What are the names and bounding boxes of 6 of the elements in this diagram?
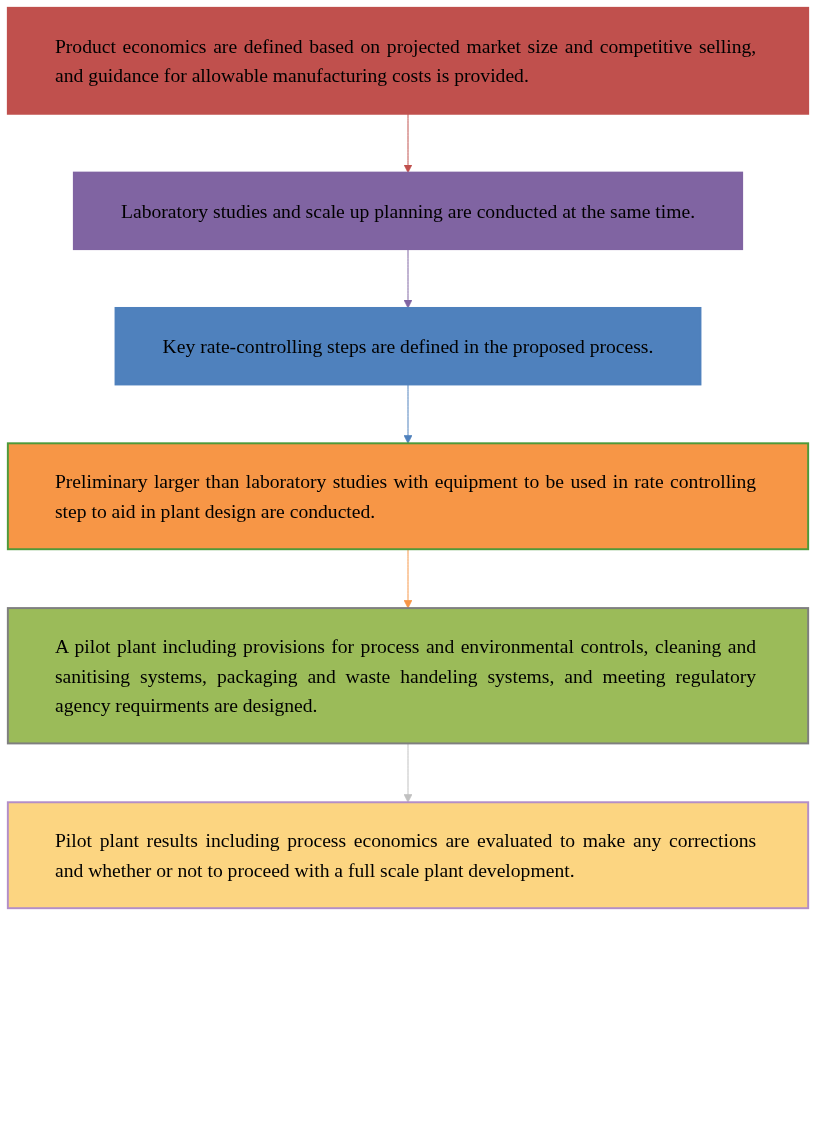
node-box: Laboratory studies and scale up planning are conducted at the same time. bbox=[72, 171, 744, 251]
node-box: Product economics are defined based on projected market size and competitive selling, and guidance for allowable manufacturing costs is provided. bbox=[6, 6, 810, 115]
node-box: A pilot plant including provisions for process and environmental controls, cleaning and sanitising systems, packaging and waste handeling systems, and meeting regulatory agency requirments are designed. bbox=[6, 607, 810, 745]
node-box: Pilot plant results including process economics are evaluated to make any corrections and whether or not to proceed with a full scale plant development. bbox=[6, 801, 810, 910]
node-box: Key rate-controlling steps are defined in the proposed process. bbox=[114, 306, 702, 386]
node-box: Preliminary larger than laboratory studies with equipment to be used in rate controlling step to aid in plant design are conducted. bbox=[6, 442, 810, 551]
